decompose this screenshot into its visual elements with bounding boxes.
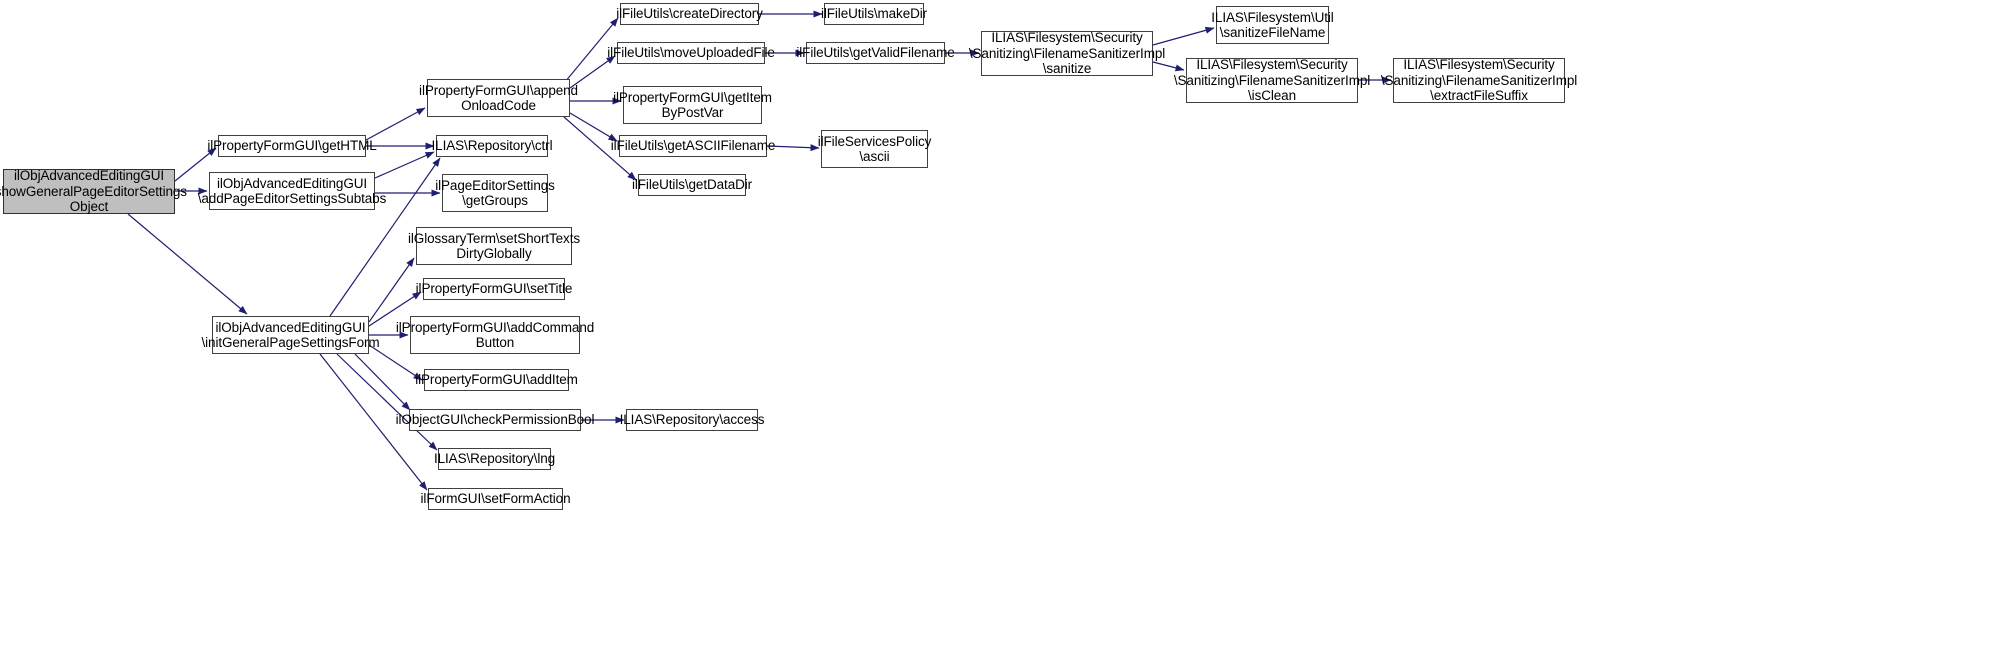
graph-node[interactable]: ILIAS\Filesystem\Security \Sanitizing\Fi… (1174, 57, 1370, 103)
graph-node[interactable]: ilPropertyFormGUI\addCommand Button (396, 316, 594, 354)
graph-node-label: ILIAS\Filesystem\Security \Sanitizing\Fi… (1173, 57, 1371, 104)
call-edge (374, 151, 435, 179)
graph-node-label: ilPropertyFormGUI\addItem (415, 372, 578, 388)
graph-node[interactable]: ilGlossaryTerm\setShortTexts DirtyGlobal… (408, 227, 580, 265)
graph-node[interactable]: ilFileUtils\getDataDir (632, 174, 752, 196)
graph-node[interactable]: ilPropertyFormGUI\getItem ByPostVar (613, 86, 772, 124)
graph-node[interactable]: ilPageEditorSettings \getGroups (435, 174, 555, 212)
graph-node[interactable]: ilFormGUI\setFormAction (421, 488, 571, 510)
graph-node[interactable]: ilFileUtils\createDirectory (616, 3, 763, 25)
graph-node[interactable]: ilPropertyFormGUI\setTitle (416, 278, 572, 300)
graph-node-label: ilObjAdvancedEditingGUI \initGeneralPage… (201, 319, 380, 351)
graph-node-label: ilFileUtils\getValidFilename (796, 45, 955, 61)
graph-node[interactable]: ILIAS\Filesystem\Security \Sanitizing\Fi… (969, 30, 1165, 76)
graph-node[interactable]: ILIAS\Filesystem\Util \sanitizeFileName (1211, 6, 1334, 44)
graph-node[interactable]: ILIAS\Repository\lng (434, 448, 555, 470)
graph-node-label: ILIAS\Repository\access (619, 412, 765, 428)
graph-node[interactable]: ILIAS\Repository\ctrl (432, 135, 553, 157)
graph-node[interactable]: ILIAS\Repository\access (620, 409, 764, 431)
call-edge (354, 353, 411, 411)
graph-node-label: ILIAS\Filesystem\Security \Sanitizing\Fi… (1380, 57, 1578, 104)
graph-node[interactable]: ilFileUtils\moveUploadedFile (607, 42, 775, 64)
graph-node-label: ilFormGUI\setFormAction (420, 491, 571, 507)
graph-node-label: ilPropertyFormGUI\addCommand Button (395, 319, 595, 351)
call-edge (336, 353, 438, 451)
graph-node-label: ilObjAdvancedEditingGUI \showGeneralPage… (0, 168, 187, 215)
graph-node-label: ILIAS\Repository\lng (433, 451, 556, 467)
graph-node[interactable]: ilPropertyFormGUI\addItem (415, 369, 578, 391)
graph-node-label: ilFileUtils\makeDir (820, 6, 928, 22)
graph-node-label: ilPropertyFormGUI\getItem ByPostVar (613, 89, 772, 121)
graph-node-label: ILIAS\Filesystem\Security \Sanitizing\Fi… (968, 30, 1166, 77)
graph-node[interactable]: ilFileServicesPolicy \ascii (818, 130, 931, 168)
graph-node[interactable]: ilFileUtils\getASCIIFilename (611, 135, 775, 157)
graph-node-label: ilFileUtils\moveUploadedFile (607, 45, 775, 61)
graph-node[interactable]: ilPropertyFormGUI\getHTML (207, 135, 377, 157)
graph-node-label: ilFileUtils\createDirectory (616, 6, 763, 22)
call-edge (569, 112, 618, 142)
graph-node-label: ILIAS\Filesystem\Util \sanitizeFileName (1211, 9, 1334, 41)
call-edge (365, 107, 426, 141)
call-edge (368, 257, 415, 323)
graph-node-label: ilObjAdvancedEditingGUI \addPageEditorSe… (197, 175, 387, 207)
call-edge (127, 213, 248, 315)
graph-node-label: ilObjectGUI\checkPermissionBool (395, 412, 595, 428)
graph-node-label: ilFileUtils\getDataDir (631, 177, 753, 193)
graph-node-label: ILIAS\Repository\ctrl (431, 138, 553, 154)
graph-node[interactable]: ilObjAdvancedEditingGUI \initGeneralPage… (201, 316, 380, 354)
graph-node[interactable]: ILIAS\Filesystem\Security \Sanitizing\Fi… (1381, 57, 1577, 103)
graph-node-label: ilGlossaryTerm\setShortTexts DirtyGlobal… (408, 230, 580, 262)
graph-node-label: ilPageEditorSettings \getGroups (435, 177, 555, 209)
graph-node-label: ilPropertyFormGUI\append OnloadCode (419, 82, 578, 114)
graph-node[interactable]: ilFileUtils\makeDir (820, 3, 928, 25)
graph-node[interactable]: ilObjectGUI\checkPermissionBool (396, 409, 594, 431)
graph-node[interactable]: ilObjAdvancedEditingGUI \addPageEditorSe… (198, 172, 386, 210)
graph-node-root[interactable]: ilObjAdvancedEditingGUI \showGeneralPage… (0, 168, 187, 214)
graph-node-label: ilPropertyFormGUI\getHTML (207, 138, 377, 154)
graph-node-label: ilFileServicesPolicy \ascii (817, 133, 932, 165)
graph-node[interactable]: ilFileUtils\getValidFilename (796, 42, 955, 64)
graph-node[interactable]: ilPropertyFormGUI\append OnloadCode (419, 79, 578, 117)
graph-node-label: ilFileUtils\getASCIIFilename (610, 138, 776, 154)
graph-node-label: ilPropertyFormGUI\setTitle (415, 281, 573, 297)
